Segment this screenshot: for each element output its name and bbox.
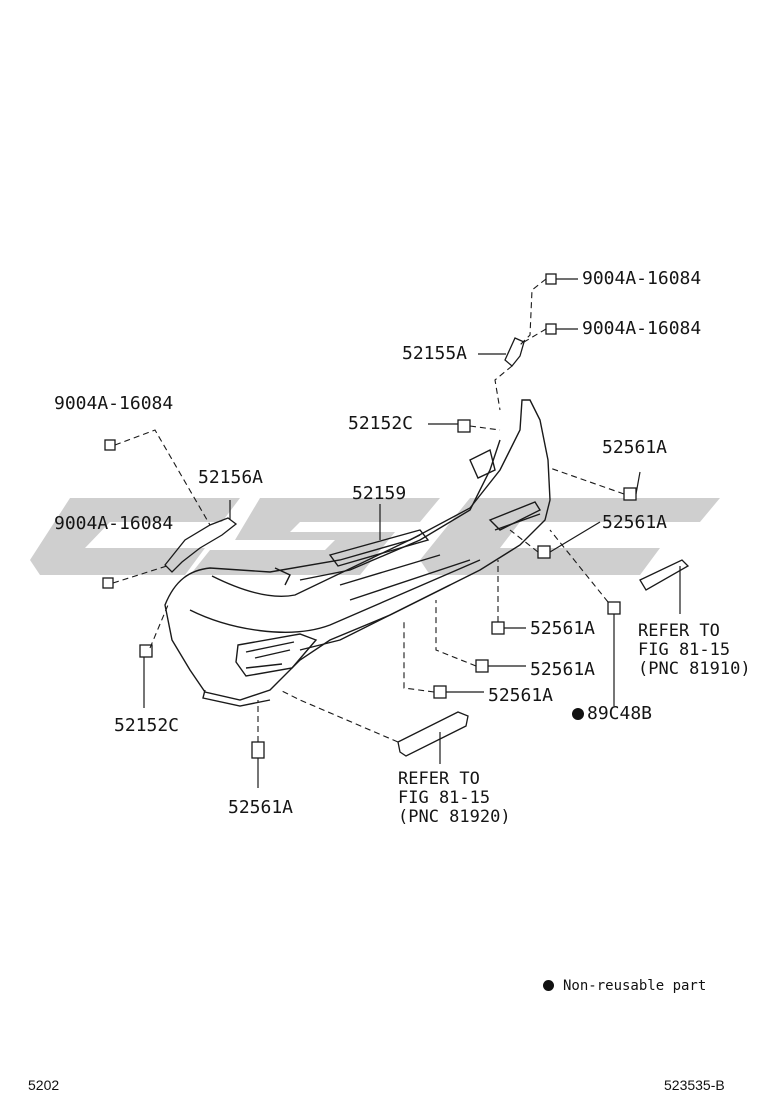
label-retainer-c-top: 52152C	[348, 413, 414, 434]
ref-right-line-3: (PNC 81910)	[638, 659, 751, 679]
label-grommet-5: 52561A	[488, 685, 554, 706]
reflector-bottom-drawing	[397, 711, 469, 757]
label-nut: 89C48B	[572, 704, 652, 724]
ref-bottom-line-3: (PNC 81920)	[398, 807, 511, 827]
ref-right: REFER TO FIG 81-15 (PNC 81910)	[638, 622, 751, 679]
label-grommet-3: 52561A	[530, 618, 596, 639]
reflector-right-drawing	[639, 559, 690, 591]
footer-figure-id: 523535-B	[664, 1077, 725, 1093]
bullet-icon	[543, 980, 554, 991]
label-left-clip-2: 9004A-16084	[54, 513, 174, 534]
label-bumper-cover: 52159	[352, 483, 407, 504]
label-nut-text: 89C48B	[587, 703, 653, 724]
footer-page-number: 5202	[28, 1077, 60, 1093]
ref-bottom-line-1: REFER TO	[398, 769, 480, 789]
ref-right-line-2: FIG 81-15	[638, 640, 731, 660]
label-grommet-4: 52561A	[530, 659, 596, 680]
label-upper-clip-2: 9004A-16084	[582, 318, 702, 339]
watermark-logo	[30, 498, 720, 575]
ref-bottom: REFER TO FIG 81-15 (PNC 81920)	[398, 770, 511, 827]
label-left-clip-1: 9004A-16084	[54, 393, 174, 414]
fastener-drawings	[102, 273, 637, 759]
retainer-top-drawing	[504, 337, 525, 367]
label-grommet-2: 52561A	[602, 512, 668, 533]
label-grommet-bottom: 52561A	[228, 797, 294, 818]
label-bracket-left: 52156A	[198, 467, 264, 488]
label-grommet-1: 52561A	[602, 437, 668, 458]
non-reusable-dot-icon	[572, 708, 584, 720]
legend: Non-reusable part	[543, 978, 706, 994]
ref-bottom-line-2: FIG 81-15	[398, 788, 491, 808]
bracket-left-drawing	[164, 517, 238, 573]
label-upper-clip-1: 9004A-16084	[582, 268, 702, 289]
leader-lines	[143, 278, 681, 788]
label-retainer-c-left: 52152C	[114, 715, 180, 736]
label-retainer-top: 52155A	[402, 343, 468, 364]
bumper-cover-drawing	[164, 399, 551, 707]
dashed-lines	[112, 278, 625, 743]
ref-right-line-1: REFER TO	[638, 621, 720, 641]
legend-text: Non-reusable part	[563, 978, 707, 994]
